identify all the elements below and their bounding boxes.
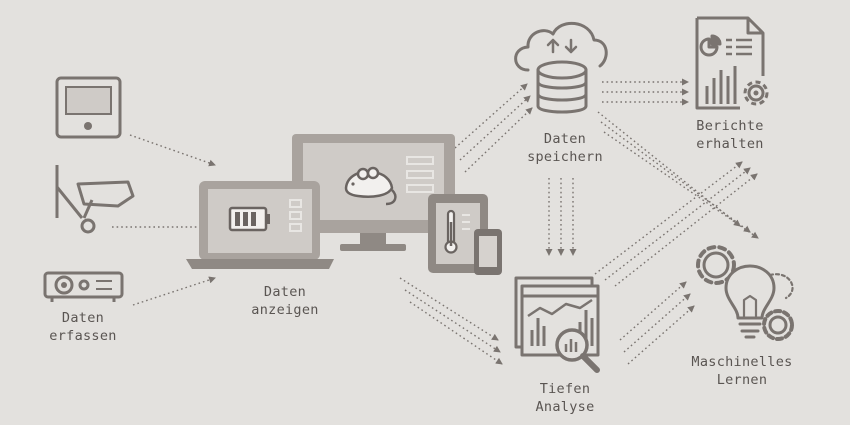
label-analysis-line2: Analyse (535, 399, 595, 415)
label-collect-line2: erfassen (49, 328, 117, 344)
gear-icon (743, 80, 769, 106)
arrow-analysis-to-reports (594, 161, 743, 275)
lightbulb-gears-icon (696, 245, 794, 341)
arrow-analysis-to-reports (604, 167, 751, 281)
arrow-analysis-to-ml (627, 305, 695, 365)
label-display-line1: Daten (263, 284, 307, 300)
phone-icon (474, 229, 502, 275)
label-store-line1: Daten (543, 131, 587, 147)
arrow-store-to-ml (600, 121, 751, 233)
arrow-display-to-analysis (404, 289, 501, 353)
label-analysis-line1: Tiefen (539, 381, 591, 397)
label-collect: Daten erfassen (28, 309, 138, 345)
label-store: Daten speichern (505, 130, 625, 166)
arrow-tablet-to-display (129, 134, 216, 167)
arrow-display-to-analysis (399, 277, 499, 341)
label-display: Daten anzeigen (225, 283, 345, 319)
arrow-display-to-store (464, 107, 533, 173)
label-ml-line2: Lernen (716, 372, 768, 388)
label-analysis: Tiefen Analyse (505, 380, 625, 416)
label-ml-line1: Maschinelles (691, 354, 793, 370)
arrow-analysis-to-ml (619, 281, 687, 341)
security-camera-icon (55, 165, 135, 234)
analysis-magnifier-icon (514, 276, 600, 373)
up-down-arrows-icon (546, 38, 578, 54)
flow-arrows (112, 78, 759, 365)
label-display-line2: anzeigen (251, 302, 319, 318)
arrow-store-to-ml (603, 131, 759, 239)
label-store-line2: speichern (527, 149, 603, 165)
tablet-terminal-icon (55, 76, 122, 139)
tablet-thermometer-icon (428, 194, 488, 273)
label-reports-line1: Berichte (696, 118, 764, 134)
arrow-display-to-analysis (409, 301, 503, 365)
mouse-icon (344, 166, 397, 206)
arrow-projector-to-display (132, 276, 216, 306)
gear-icon (696, 245, 736, 285)
label-ml: Maschinelles Lernen (672, 353, 812, 389)
battery-icon (228, 206, 270, 232)
label-reports: Berichte erhalten (670, 117, 790, 153)
label-collect-line1: Daten (61, 310, 105, 326)
monitor-mouse-icon (292, 134, 455, 251)
gear-icon (762, 309, 794, 341)
report-chart-gear-icon (695, 16, 769, 110)
projector-icon (43, 271, 124, 302)
laptop-battery-icon (186, 181, 334, 269)
lightbulb-icon (724, 264, 776, 339)
cloud-database-icon (514, 21, 608, 114)
arrow-analysis-to-ml (623, 293, 691, 353)
label-reports-line2: erhalten (696, 136, 764, 152)
arrow-display-to-store (459, 95, 531, 161)
